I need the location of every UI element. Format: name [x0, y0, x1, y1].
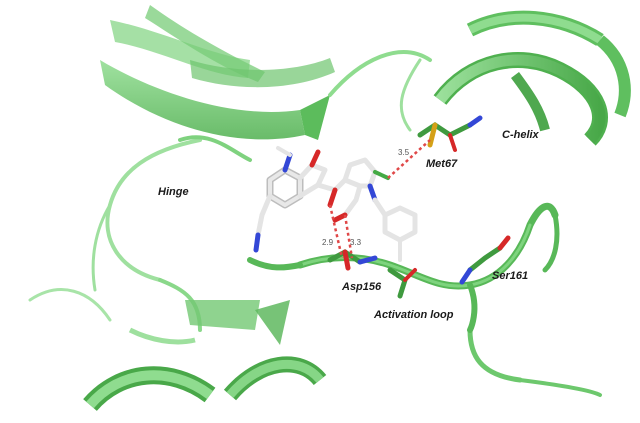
distance-label-asp-b: 3.3 [350, 238, 362, 247]
distance-label-met: 3.5 [398, 148, 410, 157]
label-met67: Met67 [426, 158, 458, 170]
asp156-sidechain [327, 249, 417, 299]
met67-sidechain [417, 115, 483, 152]
label-ser161: Ser161 [492, 270, 529, 282]
hbond-lines [328, 139, 431, 259]
label-asp156: Asp156 [342, 281, 382, 293]
label-hinge: Hinge [158, 186, 189, 198]
ligand-stick-model [253, 146, 418, 262]
coil-loops [28, 50, 602, 397]
lower-helix-ribbon [83, 300, 327, 412]
label-c-helix: C-helix [502, 129, 539, 141]
distance-label-asp-a: 2.9 [322, 238, 334, 247]
c-helix-ribbon [433, 10, 631, 146]
ser161-sidechain [459, 235, 511, 285]
beta-sheet-ribbon [100, 5, 335, 140]
label-activation-loop: Activation loop [374, 309, 454, 321]
